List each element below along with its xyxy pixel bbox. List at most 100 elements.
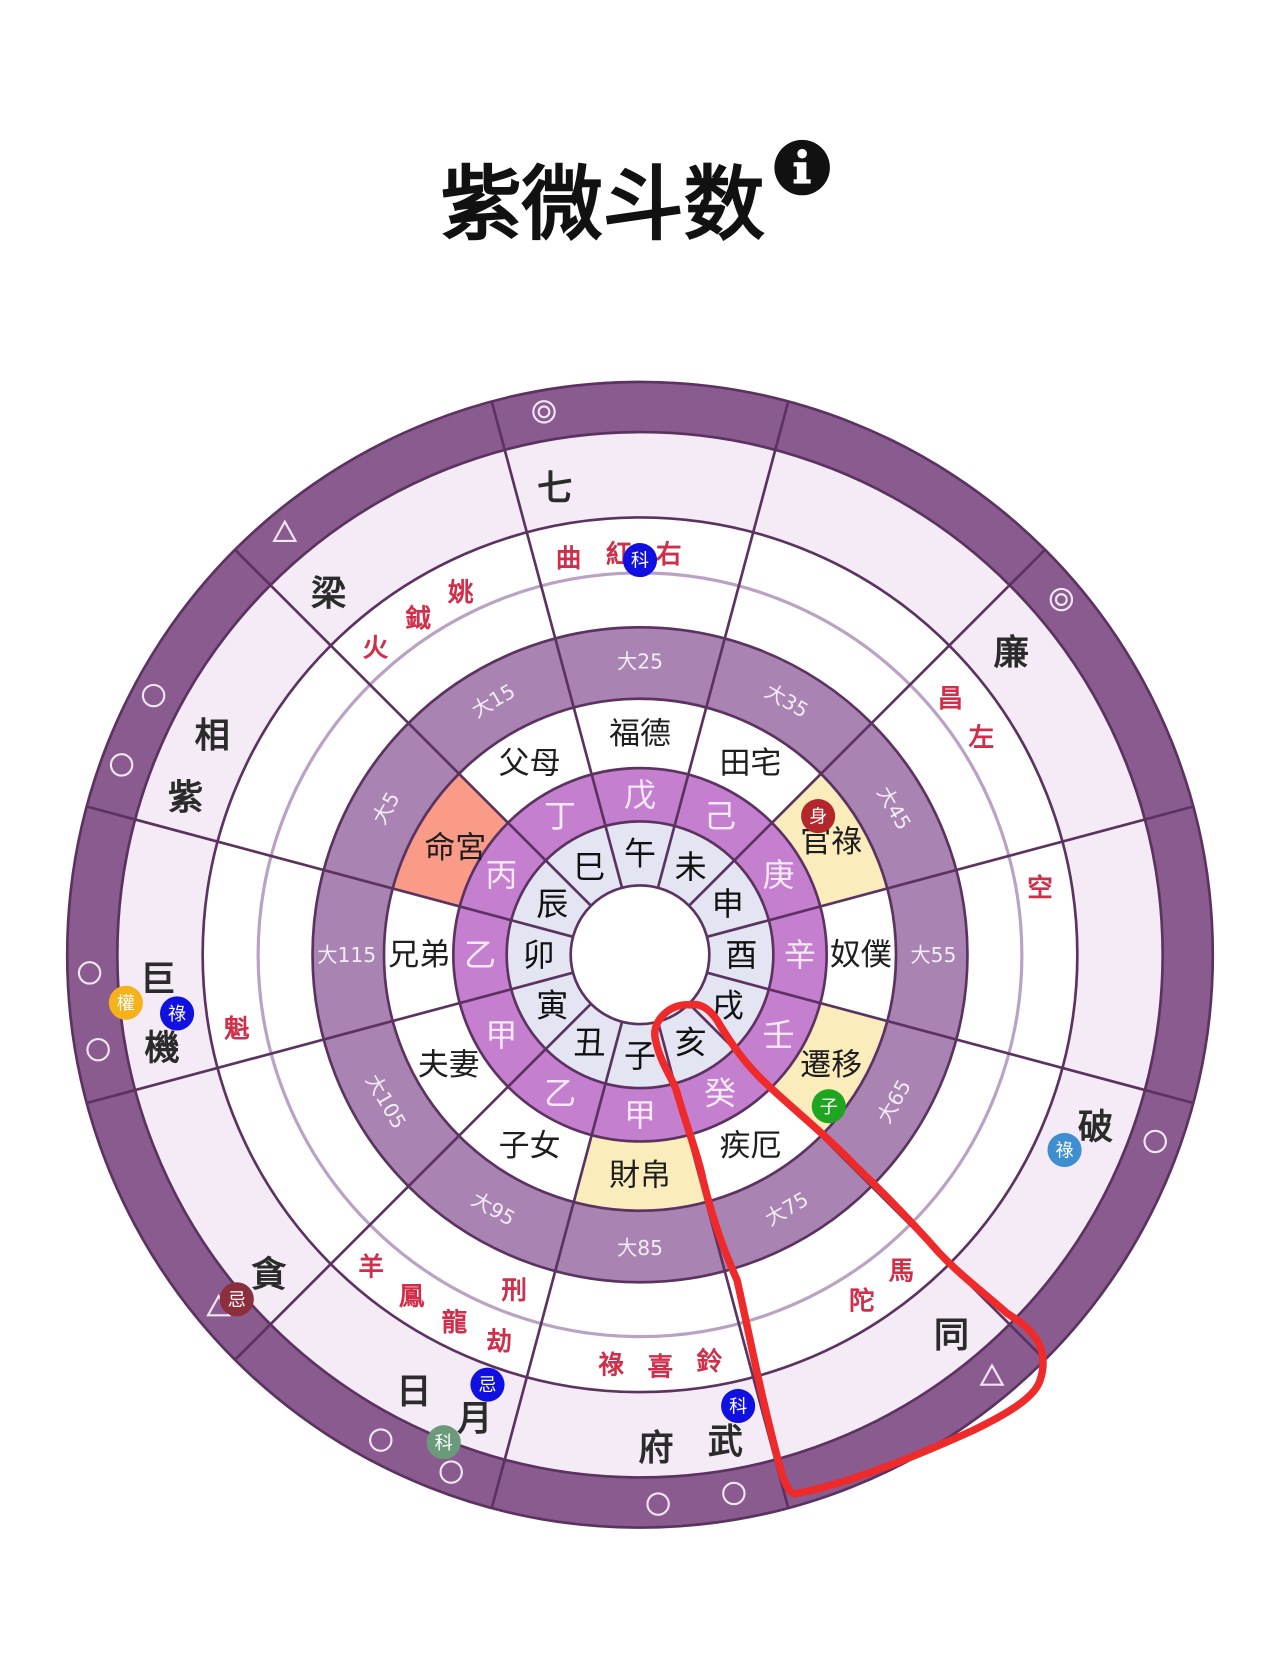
outer-band-segment [775,1324,1046,1509]
main-star: 同 [934,1315,969,1356]
palace-segment[interactable] [771,1003,888,1136]
daxian-segment [887,870,968,1040]
minor-star: 祿 [597,1350,624,1380]
outer-band-segment [86,549,271,820]
triangle-mark-icon [272,519,298,542]
circle-mark-icon [86,1037,110,1062]
circle-mark-icon [141,683,166,708]
palace-name[interactable]: 父母 [499,746,561,782]
daxian-segment [312,870,393,1040]
ring-outline [201,516,1079,1394]
triangle-mark-icon [979,1363,1005,1386]
badge-label: 子 [820,1097,838,1118]
palace-name[interactable]: 福德 [609,716,671,752]
main-star: 紫 [168,777,203,818]
palace-segment[interactable] [771,773,888,907]
heavenly-stem-label: 辛 [784,936,816,974]
main-star-segment [135,1067,331,1325]
transform-badge: 子 [811,1089,846,1124]
palace-segment[interactable] [820,888,896,1022]
ring-outline [65,380,1215,1529]
minor-star-segment [202,841,324,1068]
transform-badge: 身 [801,799,836,834]
minor-star: 龍 [442,1307,468,1338]
main-star: 貪 [251,1254,287,1295]
heavenly-stem-label: 甲 [624,1096,656,1134]
minor-star: 陀 [849,1286,875,1316]
transform-badge: 忌 [219,1282,254,1317]
main-star-segment [1062,819,1163,1091]
palace-segment[interactable] [458,1086,592,1203]
palace-segment[interactable] [392,1003,509,1136]
minor-star: 昌 [938,684,964,714]
minor-star: 刑 [501,1276,527,1306]
palace-name[interactable]: 財帛 [609,1158,671,1194]
palace-name[interactable]: 奴僕 [830,937,892,973]
heavenly-stem-label: 庚 [763,856,795,894]
daxian-segment [821,1021,957,1187]
outer-band-segment [234,1324,505,1509]
main-star: 巨 [140,959,175,1000]
palace-segment[interactable] [573,698,707,775]
palace-name[interactable]: 田宅 [719,746,781,782]
outer-band-segment [67,806,136,1104]
sector-divider [688,548,1046,907]
circle-mark-icon [646,1492,670,1516]
minor-star: 火 [363,634,389,664]
palace-segment[interactable] [384,888,460,1022]
palace-segment[interactable] [392,773,509,907]
stem-segment [591,1083,689,1142]
ring-outline [311,625,969,1284]
minor-star: 羊 [358,1251,384,1282]
minor-star: 劫 [486,1327,512,1357]
sector-divider [86,971,574,1105]
stem-segment [734,989,821,1087]
palace-segment[interactable] [688,1086,822,1203]
daxian-age-label: 大115 [317,943,376,967]
stem-segment [508,1049,606,1136]
main-star-segment [949,1067,1145,1325]
palace-segment[interactable] [688,707,822,823]
outer-band-segment [234,401,505,586]
badge-label: 祿 [1055,1141,1073,1162]
earthly-branch-label: 寅 [536,986,568,1024]
earthly-branch-label: 卯 [523,936,555,974]
stem-segment [508,774,606,861]
branch-segment [605,821,675,888]
stem-segment [734,822,821,921]
daxian-segment [323,723,459,889]
minor-star: 鉞 [405,603,431,634]
main-star: 相 [195,716,230,757]
palace-name[interactable]: 夫妻 [418,1047,480,1083]
circle-mark-icon [77,961,102,985]
transform-badge: 祿 [1047,1132,1082,1168]
daxian-segment [408,638,574,774]
heavenly-stem-label: 戊 [624,776,656,814]
ring-outline [569,884,711,1026]
main-star: 月 [457,1398,492,1439]
main-star-segment [270,1264,527,1460]
stem-segment [459,822,546,921]
sector-divider [656,401,790,889]
heavenly-stem-label: 壬 [763,1016,795,1054]
info-icon[interactable] [774,139,830,196]
main-star: 府 [638,1428,673,1469]
heavenly-stem-label: 癸 [704,1074,736,1112]
stem-segment [591,768,689,826]
palace-segment[interactable] [573,1135,707,1211]
palace-name[interactable]: 子女 [499,1128,561,1164]
palace-name[interactable]: 疾厄 [719,1128,781,1164]
palace-name[interactable]: 遷移 [800,1047,862,1083]
badge-label: 忌 [478,1375,496,1396]
palace-name[interactable]: 命宮 [424,830,486,866]
main-star: 武 [708,1422,743,1463]
palace-name[interactable]: 兄弟 [388,937,450,973]
badge-label: 科 [435,1433,453,1454]
main-star-segment [504,432,776,533]
stem-segment [674,774,772,861]
circle-mark-icon [1143,1129,1167,1154]
earthly-branch-label: 未 [675,848,707,886]
palace-segment[interactable] [458,707,592,823]
sector-divider [234,548,592,907]
